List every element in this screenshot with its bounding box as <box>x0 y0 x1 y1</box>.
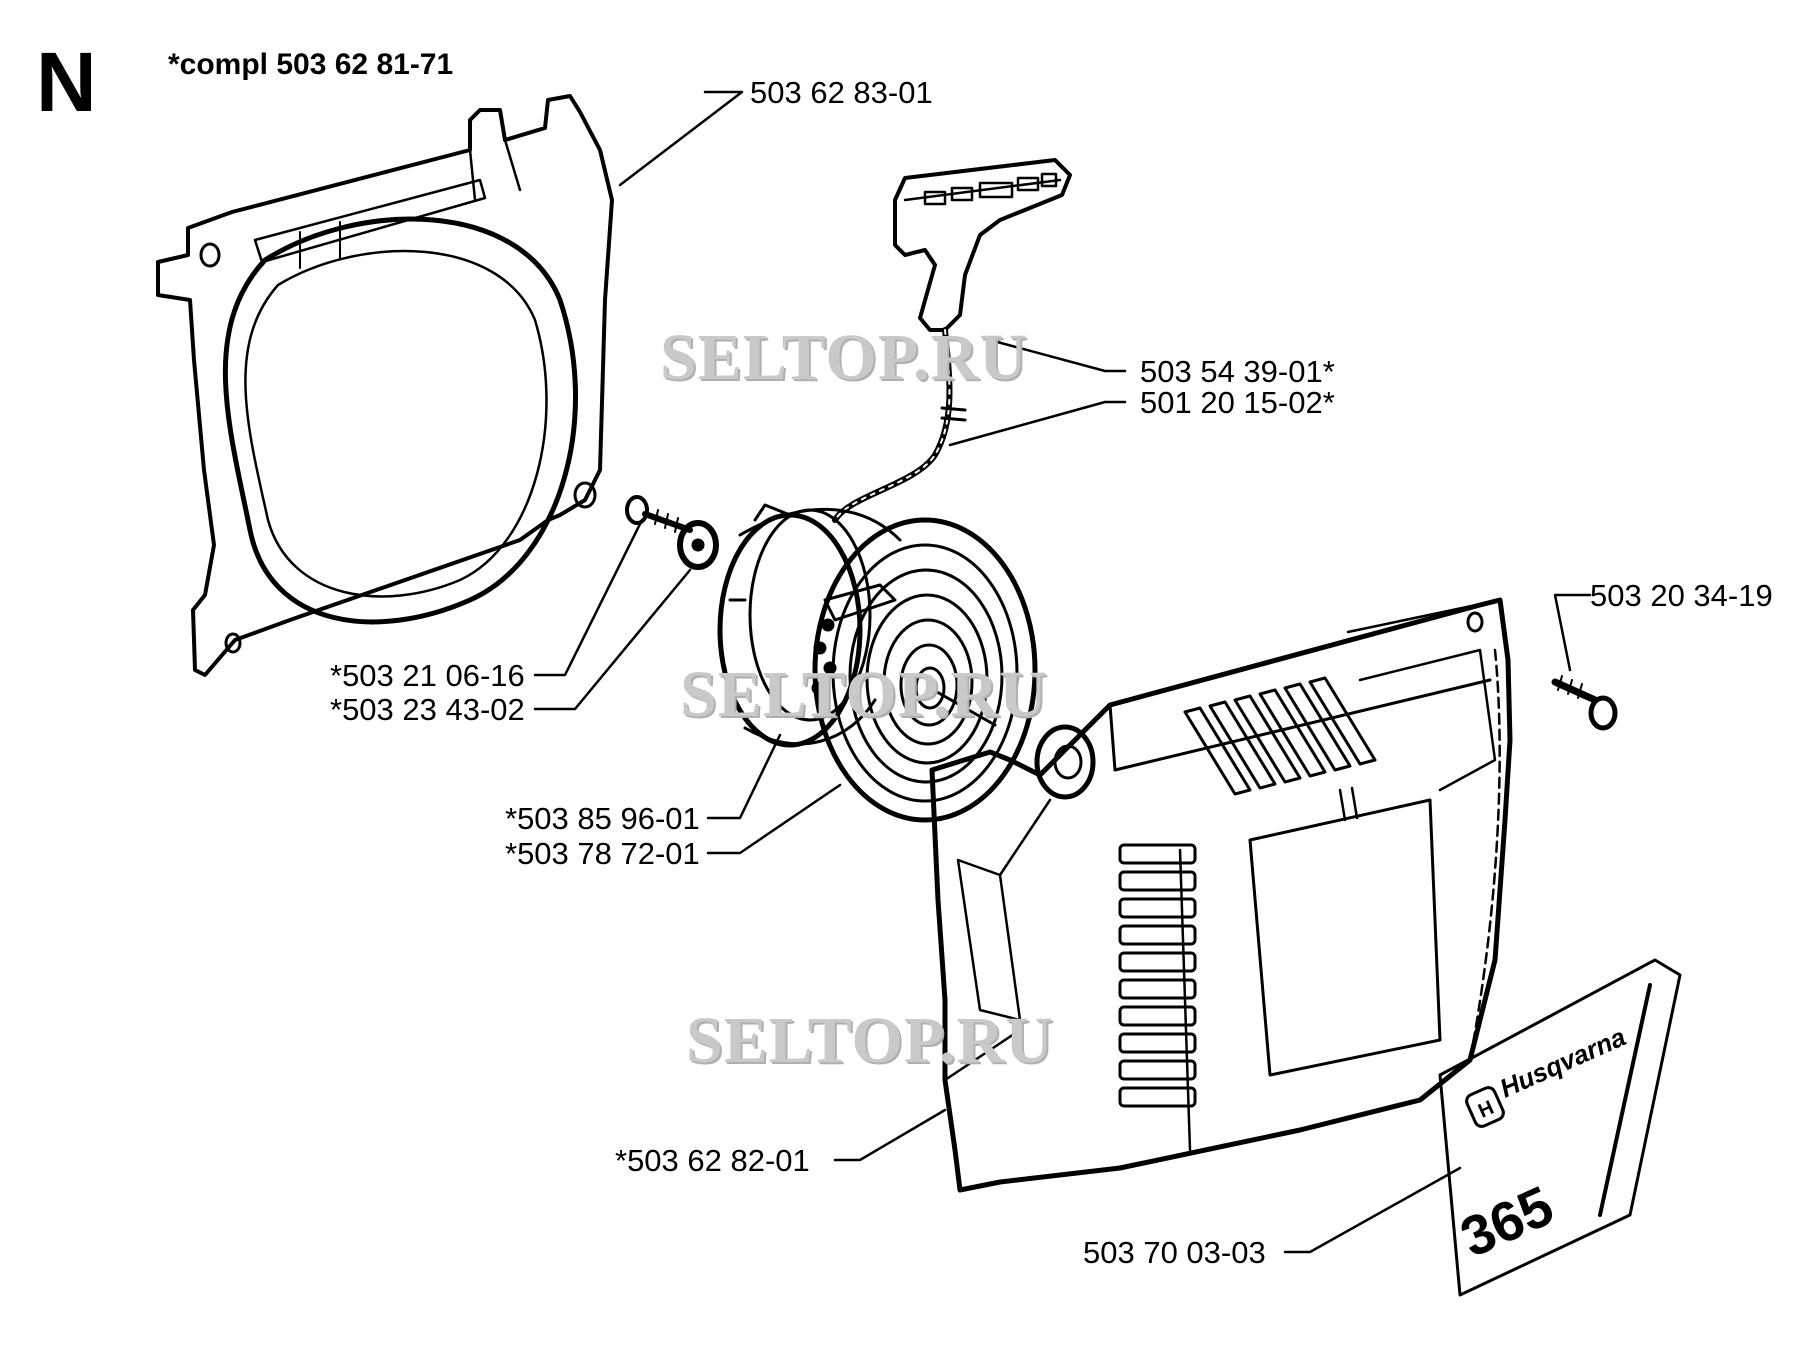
starter-handle-part <box>832 158 1072 523</box>
cover-screw-part <box>1551 675 1618 731</box>
part-label-decal: 503 70 03-03 <box>1083 1235 1266 1270</box>
husqvarna-logo-icon <box>1465 1086 1505 1128</box>
decal-part <box>1438 958 1682 1297</box>
kit-note: *compl 503 62 81-71 <box>168 48 454 81</box>
part-label-fan-housing: 503 62 83-01 <box>750 75 933 110</box>
section-letter: N <box>36 35 97 129</box>
part-label-pulley: *503 85 96-01 <box>505 801 700 836</box>
starter-cover-part <box>929 597 1513 1193</box>
watermark: SELTOP.RU <box>680 658 1048 731</box>
part-label-screw-small: *503 21 06-16 <box>330 658 525 693</box>
watermark: SELTOP.RU <box>686 1004 1054 1077</box>
part-label-cover-screw: 503 20 34-19 <box>1590 578 1773 613</box>
part-label-spring: *503 78 72-01 <box>505 836 700 871</box>
part-label-washer: *503 23 43-02 <box>330 692 525 727</box>
part-label-cord: 501 20 15-02* <box>1140 385 1335 420</box>
part-label-starter-cover: *503 62 82-01 <box>615 1143 810 1178</box>
watermark: SELTOP.RU <box>660 321 1028 394</box>
leader-lines <box>533 90 1592 1254</box>
washer-part <box>677 520 719 570</box>
fan-housing-part <box>156 94 614 677</box>
spring-part <box>812 517 1038 823</box>
part-label-handle: 503 54 39-01* <box>1140 354 1335 389</box>
decal-graphics: H Husqvarna 365 <box>1451 1021 1630 1269</box>
small-screw-part <box>625 495 693 533</box>
